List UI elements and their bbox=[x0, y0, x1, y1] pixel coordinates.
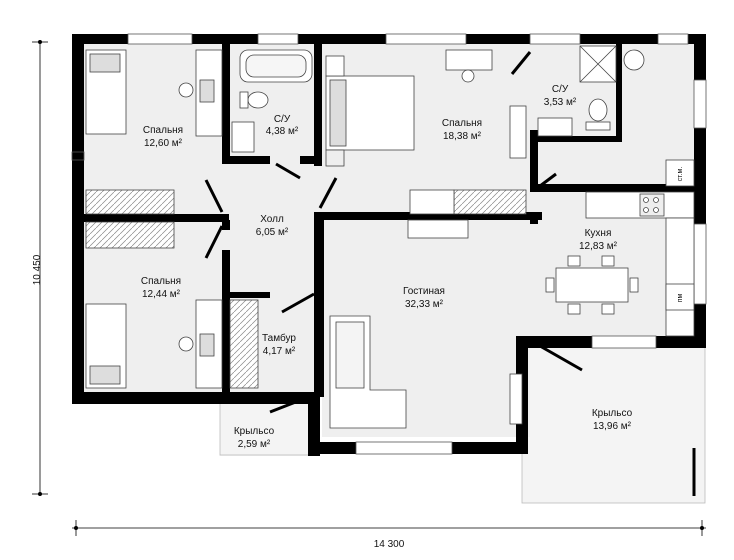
room-name-vestibule: Тамбур bbox=[262, 332, 296, 344]
interior-walls bbox=[84, 44, 694, 400]
room-area-bedroom1: 12,60 м² bbox=[144, 138, 183, 149]
dimension-width-label: 14 300 bbox=[374, 539, 405, 550]
dimension-height-label: 10 450 bbox=[32, 254, 43, 285]
room-area-bedroom2: 18,38 м² bbox=[443, 131, 482, 142]
room-area-porch-small: 2,59 м² bbox=[238, 439, 271, 450]
bedroom2-furniture bbox=[325, 49, 527, 167]
room-area-kitchen: 12,83 м² bbox=[579, 241, 618, 252]
room-name-porch-small: Крыльсо bbox=[234, 426, 275, 437]
room-name-kitchen: Кухня bbox=[585, 228, 612, 239]
room-area-bath1: 4,38 м² bbox=[266, 126, 299, 137]
room-name-bath2: С/У bbox=[552, 84, 569, 95]
room-area-hall: 6,05 м² bbox=[256, 227, 289, 238]
room-name-bath1: С/У bbox=[274, 114, 291, 125]
washer-label: ст.м. bbox=[677, 167, 684, 182]
room-name-bedroom2: Спальня bbox=[442, 118, 482, 129]
bath2-fixtures bbox=[537, 45, 645, 137]
wardrobes bbox=[85, 189, 527, 389]
bedroom3-furniture bbox=[85, 299, 223, 389]
dishwasher-label: пм bbox=[677, 294, 684, 303]
kitchen-fixtures bbox=[545, 159, 695, 337]
bath1-fixtures bbox=[231, 49, 313, 153]
room-name-bedroom3: Спальня bbox=[141, 276, 181, 287]
room-name-porch-large: Крыльсо bbox=[592, 408, 633, 419]
room-area-bath2: 3,53 м² bbox=[544, 97, 577, 108]
room-area-bedroom3: 12,44 м² bbox=[142, 289, 181, 300]
living-furniture bbox=[329, 219, 523, 429]
doors bbox=[204, 51, 696, 496]
room-area-porch-large: 13,96 м² bbox=[593, 421, 632, 432]
room-name-living: Гостиная bbox=[403, 286, 445, 297]
windows bbox=[71, 33, 707, 455]
room-area-vestibule: 4,17 м² bbox=[263, 346, 296, 357]
room-area-living: 32,33 м² bbox=[405, 299, 444, 310]
room-name-hall: Холл bbox=[260, 214, 284, 225]
room-name-bedroom1: Спальня bbox=[143, 125, 183, 136]
bedroom1-furniture bbox=[85, 49, 223, 137]
